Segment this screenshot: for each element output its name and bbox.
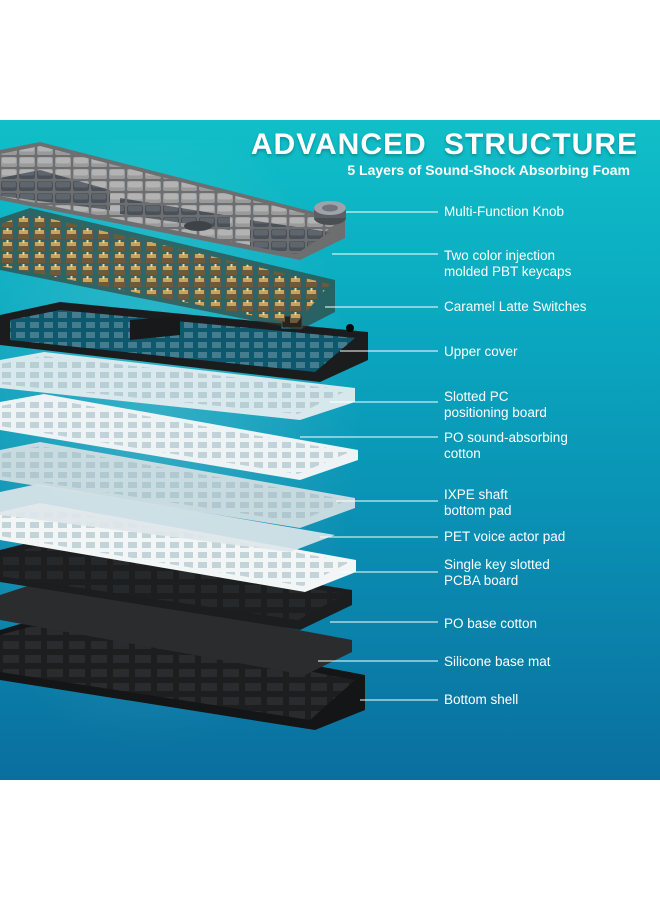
callout-line: Slotted PC: [444, 389, 509, 404]
callout-line: Silicone base mat: [444, 654, 551, 669]
callout-upper-cover: Upper cover: [444, 344, 518, 360]
callout-silicone-base-mat: Silicone base mat: [444, 654, 551, 670]
switches-layer: [0, 208, 335, 330]
callout-line: PET voice actor pad: [444, 529, 566, 544]
callout-pc-positioning-board: Slotted PC positioning board: [444, 389, 547, 421]
callout-line: IXPE shaft: [444, 487, 508, 502]
callout-bottom-shell: Bottom shell: [444, 692, 518, 708]
callout-line: Upper cover: [444, 344, 518, 359]
ixpe-pad-layer: [0, 442, 355, 528]
callout-po-sound-absorbing-cotton: PO sound-absorbing cotton: [444, 430, 568, 462]
keycaps-layer: [0, 142, 345, 260]
callout-line: Two color injection: [444, 248, 556, 263]
multi-function-knob: [314, 201, 346, 225]
callout-line: positioning board: [444, 405, 547, 420]
silicone-base-mat-layer: [0, 582, 352, 675]
callout-line: Single key slotted: [444, 557, 550, 572]
callout-line: cotton: [444, 446, 481, 461]
callout-leader-lines: [300, 211, 438, 701]
callout-line: PO base cotton: [444, 616, 538, 631]
callout-line: Multi-Function Knob: [444, 204, 565, 219]
callout-switches: Caramel Latte Switches: [444, 299, 587, 315]
callout-pbt-keycaps: Two color injection molded PBT keycaps: [444, 248, 571, 280]
callout-line: PCBA board: [444, 573, 519, 588]
pet-pad-layer: [0, 484, 335, 552]
callout-pcba-board: Single key slotted PCBA board: [444, 557, 550, 589]
callout-ixpe-shaft-pad: IXPE shaft bottom pad: [444, 487, 512, 519]
callout-line: molded PBT keycaps: [444, 264, 572, 279]
product-banner: ADVANCED STRUCTURE 5 Layers of Sound-Sho…: [0, 120, 660, 780]
callout-line: Caramel Latte Switches: [444, 299, 587, 314]
pc-positioning-board-layer: [0, 352, 355, 420]
bottom-shell-layer: [0, 615, 365, 730]
page-title: ADVANCED STRUCTURE: [250, 128, 638, 161]
page-subtitle: 5 Layers of Sound-Shock Absorbing Foam: [347, 162, 630, 178]
callout-line: bottom pad: [444, 503, 512, 518]
callout-pet-voice-actor-pad: PET voice actor pad: [444, 529, 565, 545]
po-base-cotton-layer: [0, 540, 352, 630]
exploded-keyboard-illustration: [0, 142, 438, 730]
callout-po-base-cotton: PO base cotton: [444, 616, 537, 632]
callout-line: PO sound-absorbing: [444, 430, 568, 445]
callout-multi-function-knob: Multi-Function Knob: [444, 204, 564, 220]
po-cotton-layer: [0, 394, 358, 480]
callout-line: Bottom shell: [444, 692, 519, 707]
